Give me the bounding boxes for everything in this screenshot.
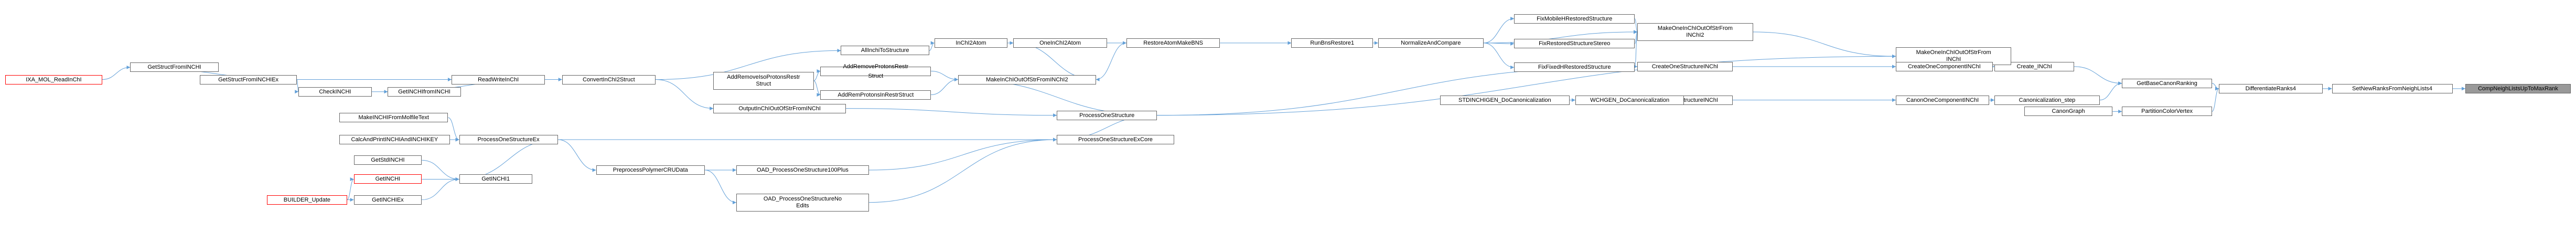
edge-oad100-to-processoneex: [868, 138, 1057, 171]
edge-normalize-to-fixmobile: [1483, 17, 1515, 44]
node-addremisobal[interactable]: AddRemoveIsoProtonsRestr Struct: [713, 71, 814, 90]
edge-getbase-to-diffranks: [2212, 83, 2219, 91]
node-convert[interactable]: ConvertInChI2Struct: [562, 75, 656, 85]
edge-getstructex-to-checkinchi: [295, 79, 299, 94]
edge-getstdinchi-to-getinchi1: [422, 160, 459, 181]
node-createcomp[interactable]: CreateOneComponentINChI: [1895, 61, 1993, 71]
edge-processone-to-createstruct: [1157, 65, 1638, 116]
node-makeone1[interactable]: MakeOneInChIOutOfStrFrom INChI2: [1637, 23, 1753, 41]
edge-builder-to-getinchi: [347, 177, 355, 201]
edge-preprocess-to-oadnoedits: [705, 170, 737, 205]
edge-addprotons-to-makeinchiout: [931, 78, 959, 95]
node-oad100[interactable]: OAD_ProcessOneStructure100Plus: [736, 165, 869, 175]
node-wchgen[interactable]: WCHGEN_DoCanonicalization: [1575, 95, 1684, 105]
node-create[interactable]: Create_INChI: [1994, 61, 2075, 71]
node-addprotons[interactable]: AddRemProtonsInRestrStruct: [820, 90, 931, 100]
node-runbns[interactable]: RunBnsRestore1: [1291, 38, 1373, 48]
node-allinchi[interactable]: AllInchiToStructure: [841, 46, 929, 56]
node-outputinchi[interactable]: OutputInChIOutOfStrFromINChI: [713, 103, 846, 113]
edge-addremisobal-to-addremove: [813, 69, 821, 81]
edge-addremisobal-to-addprotons: [813, 80, 821, 97]
node-builder[interactable]: BUILDER_Update: [267, 195, 347, 205]
node-fixmobile[interactable]: FixMobileHRestoredStructure: [1514, 14, 1635, 24]
node-calcandprint[interactable]: CalcAndPrintINCHIAndINCHIKEY: [339, 135, 450, 145]
edge-addremove-to-makeinchiout: [931, 71, 959, 81]
node-getstructfrom[interactable]: GetStructFromINCHI: [130, 62, 219, 72]
node-makeinchiout[interactable]: MakeInChIOutOfStrFromINChI2: [958, 75, 1096, 85]
edge-allinchi-to-inchi2atom: [929, 41, 935, 51]
node-getbase[interactable]: GetBaseCanonRanking: [2122, 78, 2212, 88]
node-fixfixed[interactable]: FixFixedHRestoredStructure: [1514, 62, 1635, 72]
node-makeinchimolfile[interactable]: MakeINCHIFromMolfileText: [339, 113, 448, 122]
edge-normalize-to-fixfixed: [1483, 43, 1515, 69]
node-createstruct[interactable]: CreateOneStructureINChI: [1637, 61, 1733, 71]
edge-makeinchiout-to-processone: [958, 79, 1157, 118]
edge-oadnoedits-to-processoneex: [868, 138, 1057, 203]
edge-makeone1-to-makeone2: [1753, 31, 1896, 58]
node-getinchi[interactable]: GetINCHI: [353, 174, 422, 184]
node-readwrite[interactable]: ReadWriteInChI: [451, 75, 545, 85]
node-setnew[interactable]: SetNewRanksFromNeighLists4: [2332, 83, 2453, 93]
node-restoreatom[interactable]: RestoreAtomMakeBNS: [1126, 38, 1220, 48]
node-oadnoedits[interactable]: OAD_ProcessOneStructureNo Edits: [736, 193, 869, 212]
node-inchi2atom[interactable]: InChI2Atom: [934, 38, 1008, 48]
node-canoncomp[interactable]: CanonOneComponentINChI: [1895, 95, 1990, 105]
node-getinchifrom[interactable]: GetINCHIfromINCHI: [388, 87, 461, 97]
node-processoneex[interactable]: ProcessOneStructureExCore: [1057, 135, 1174, 145]
node-preprocess[interactable]: PreprocessPolymerCRUData: [596, 165, 705, 175]
edge-processone-to-makeone2: [1157, 54, 1896, 116]
edge-convert-to-allinchi: [656, 48, 841, 80]
node-canonstep[interactable]: Canonicalization_step: [1994, 95, 2100, 105]
node-getinchi1[interactable]: GetINCHI1: [459, 174, 532, 184]
node-getstdinchi[interactable]: GetStdINCHI: [353, 155, 422, 165]
node-getstructex[interactable]: GetStructFromINCHIEx: [200, 75, 297, 85]
node-normalize[interactable]: NormalizeAndCompare: [1378, 38, 1484, 48]
node-partition[interactable]: PartitionColorVertex: [2122, 107, 2212, 117]
node-diffranks[interactable]: DifferentiateRanks4: [2218, 83, 2323, 93]
node-checkinchi[interactable]: CheckINCHI: [298, 87, 372, 97]
node-oneinchi[interactable]: OneInChI2Atom: [1013, 38, 1107, 48]
edge-oneinchi-to-makeinchiout: [1013, 43, 1096, 81]
node-ixamol[interactable]: IXA_MOL_ReadInChI: [5, 75, 102, 85]
node-processone[interactable]: ProcessOneStructure: [1057, 110, 1157, 120]
node-processoneexx[interactable]: ProcessOneStructureEx: [459, 135, 558, 145]
node-stdinchgen[interactable]: STDINCHIGEN_DoCanonicalization: [1440, 95, 1570, 105]
edge-outputinchi-to-processone: [846, 108, 1057, 118]
edge-getinchi1-to-processoneexx: [459, 138, 558, 180]
edge-processoneexx-to-preprocess: [557, 139, 596, 172]
edge-create-to-getbase: [2074, 66, 2122, 86]
edge-getinchiex-to-getinchi1: [422, 177, 459, 201]
node-getinchiex[interactable]: GetINCHIEx: [353, 195, 422, 205]
edge-ixamol-to-getstructfrom: [102, 65, 131, 80]
node-addremove[interactable]: AddRemoveProtonsRestr Struct: [820, 64, 931, 79]
edge-canonstep-to-getbase: [2099, 81, 2122, 101]
edge-partition-to-diffranks: [2212, 87, 2219, 112]
node-fixrestored[interactable]: FixRestoredStructureStereo: [1514, 39, 1635, 49]
edge-normalize-to-fixrestored: [1483, 41, 1515, 46]
edge-convert-to-outputinchi: [656, 79, 714, 111]
edge-normalize-to-makeone1: [1483, 30, 1638, 44]
edge-restoreatom-to-makeinchiout: [1096, 43, 1127, 81]
node-comp[interactable]: CompNeighListsUpToMaxRank: [2465, 83, 2571, 93]
node-canongraph[interactable]: CanonGraph: [2024, 107, 2113, 117]
